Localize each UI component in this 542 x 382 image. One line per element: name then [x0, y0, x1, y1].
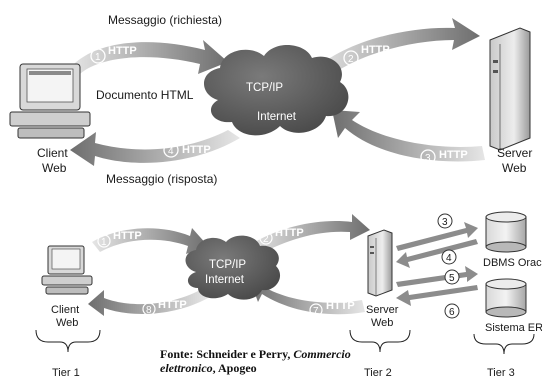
tier-2-label: Tier 2: [364, 367, 392, 379]
arrow-1-bottom-http: 1 HTTP: [92, 228, 208, 254]
arrow-2-number: 2: [348, 54, 354, 65]
server-web-top-line2: Web: [502, 161, 527, 175]
db-step-numbers: 3 4 5 6: [437, 213, 460, 319]
server-web-bottom-line1: Server: [366, 304, 399, 316]
tier-brackets: [35, 329, 535, 355]
cloud-top-line1: TCP/IP: [246, 82, 283, 94]
arrow-b8-number: 8: [146, 305, 152, 316]
arrow-3-http-reply: 3 HTTP: [332, 110, 485, 165]
source-citation: Fonte: Schneider e Perry, Commercio elet…: [160, 347, 400, 375]
server-tower-top: [489, 27, 531, 151]
source-prefix: Fonte: Schneider e Perry,: [160, 347, 294, 361]
arrow-4-label: HTTP: [182, 144, 211, 156]
request-message-label: Messaggio (richiesta): [108, 13, 222, 27]
tier-1-label: Tier 1: [52, 367, 80, 379]
server-web-bottom-line2: Web: [371, 317, 393, 329]
client-web-top-line2: Web: [42, 161, 67, 175]
server-tower-bottom: [367, 229, 393, 297]
arrow-2-label: HTTP: [361, 44, 390, 56]
cloud-bottom-line2: Internet: [205, 274, 245, 286]
arrow-2-http-forward: 2 HTTP: [312, 18, 480, 80]
arrow-1-label: HTTP: [108, 45, 137, 57]
arrow-b7-label: HTTP: [326, 300, 355, 312]
arrow-8-bottom-http: 8 HTTP: [88, 290, 208, 316]
arrow-4-number: 4: [168, 146, 174, 157]
step-4-number: 4: [446, 253, 452, 264]
arrow-7-bottom-http: 7 HTTP: [250, 280, 365, 317]
arrow-b8-label: HTTP: [158, 299, 187, 311]
arrow-4-http-response: 4 HTTP: [70, 130, 240, 166]
arrow-b2-label: HTTP: [275, 227, 304, 239]
client-computer-bottom: [41, 245, 93, 295]
client-web-bottom-line2: Web: [56, 317, 78, 329]
arrow-b2-number: 2: [263, 234, 269, 245]
arrow-3-label: HTTP: [439, 149, 468, 161]
arrow-b7-number: 7: [313, 306, 319, 317]
internet-cloud-bottom: TCP/IP Internet: [185, 235, 281, 300]
html-document-label: Documento HTML: [96, 88, 194, 102]
dbms-oracle-label: DBMS Oracle: [483, 257, 542, 269]
arrow-3-number: 3: [425, 153, 431, 164]
arrow-1-number: 1: [95, 52, 101, 63]
arrow-b1-number: 1: [101, 237, 107, 248]
step-6-number: 6: [449, 307, 455, 318]
tier-3-label: Tier 3: [487, 367, 515, 379]
internet-cloud-top: TCP/IP Internet: [204, 44, 349, 136]
source-title: Commercio elettronico: [160, 347, 351, 375]
arrow-b1-label: HTTP: [113, 230, 142, 242]
client-web-bottom-line1: Client: [51, 304, 79, 316]
response-message-label: Messaggio (risposta): [106, 172, 217, 186]
erp-system-cylinder: [485, 278, 527, 318]
arrow-2-bottom-http: 2 HTTP: [248, 214, 370, 256]
step-3-number: 3: [442, 217, 448, 228]
server-web-top-line1: Server: [497, 146, 532, 160]
source-suffix: , Apogeo: [212, 361, 257, 375]
step-5-number: 5: [449, 273, 455, 284]
cloud-bottom-line1: TCP/IP: [209, 259, 246, 271]
erp-system-label: Sistema ERP: [485, 322, 542, 334]
client-web-top-line1: Client: [37, 146, 68, 160]
cloud-top-line2: Internet: [257, 111, 297, 123]
client-computer-top: [9, 63, 91, 139]
db-arrows: [396, 222, 478, 306]
arrow-1-http-request: 1 HTTP: [70, 40, 228, 74]
dbms-oracle-cylinder: [485, 211, 527, 253]
